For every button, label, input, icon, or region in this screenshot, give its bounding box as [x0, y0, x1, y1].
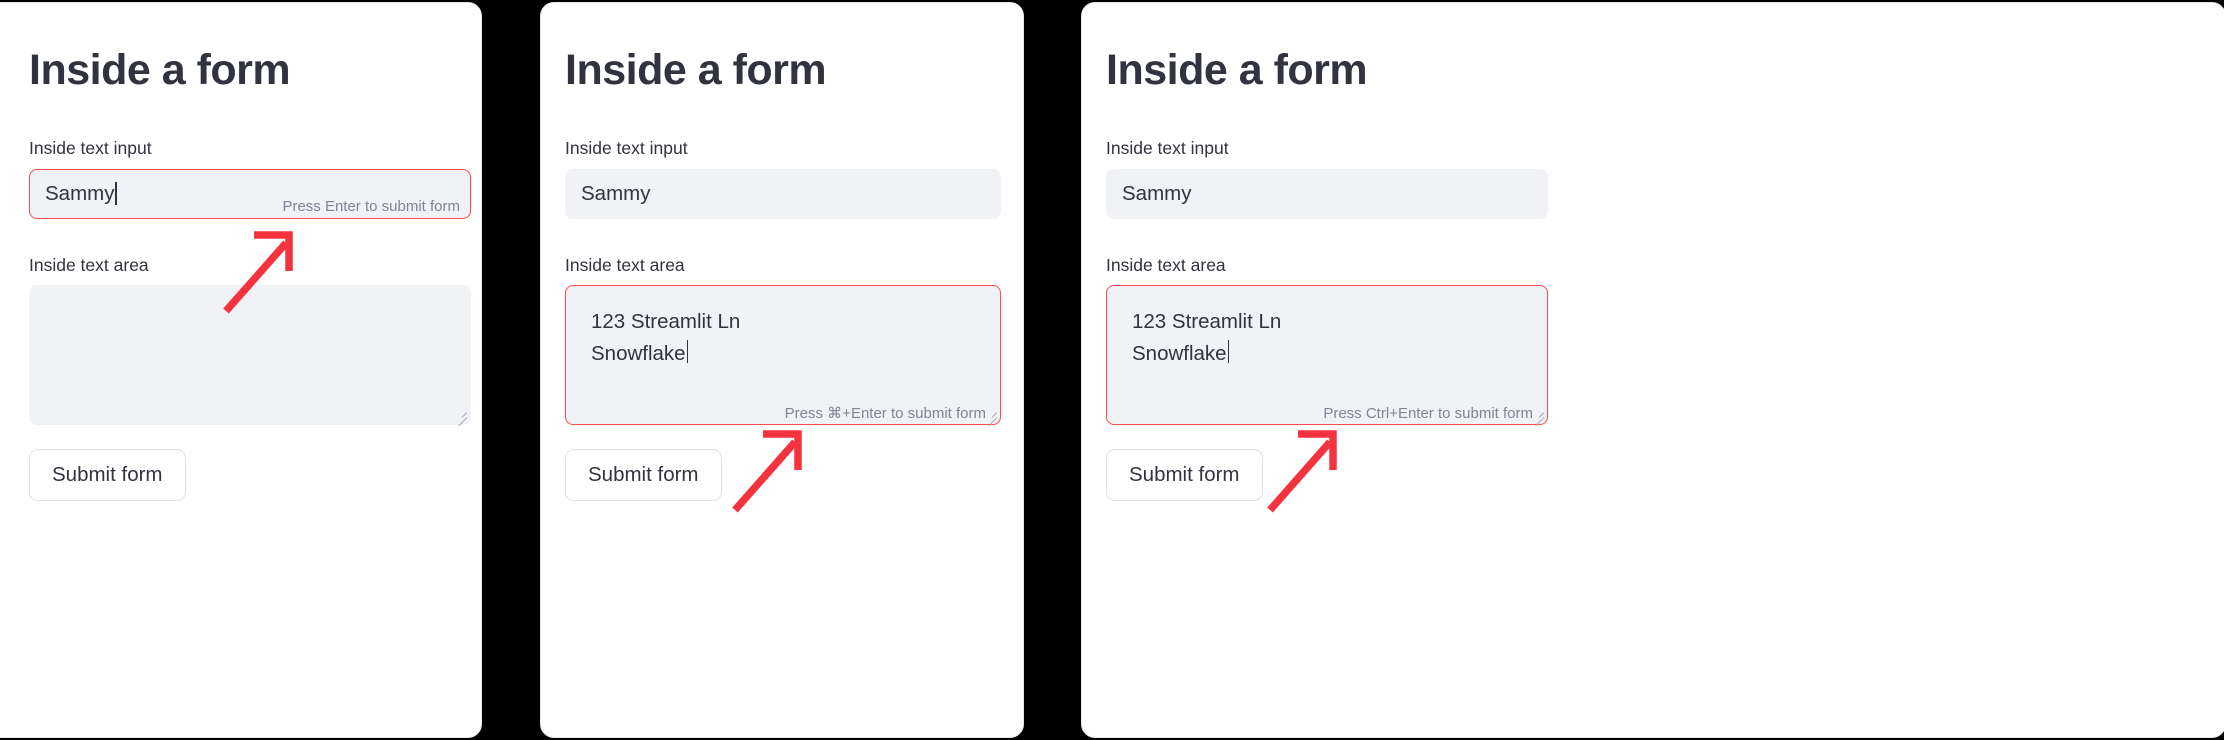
form-card-2-content: Inside a form Inside text input Sammy In… — [541, 3, 1023, 737]
page-title: Inside a form — [565, 46, 827, 94]
form-card-3-content: Inside a form Inside text input Sammy In… — [1082, 3, 2224, 737]
submit-form-button[interactable]: Submit form — [1106, 449, 1263, 502]
text-area-value: 123 Streamlit Ln Snowflake — [591, 310, 741, 366]
submit-form-button[interactable]: Submit form — [29, 449, 186, 502]
form-card-1: Inside a form Inside text input Sammy Pr… — [0, 2, 482, 738]
text-area-hint: Press ⌘+Enter to submit form — [784, 405, 986, 423]
page-title: Inside a form — [29, 46, 291, 94]
text-input-value: Sammy — [45, 181, 115, 205]
text-area-label: Inside text area — [1106, 254, 1226, 275]
form-card-1-content: Inside a form Inside text input Sammy Pr… — [1, 3, 481, 737]
text-input[interactable]: Sammy — [565, 168, 1001, 219]
form-card-3: Inside a form Inside text input Sammy In… — [1081, 2, 2224, 738]
submit-form-button[interactable]: Submit form — [565, 449, 722, 502]
resize-handle-icon[interactable] — [454, 408, 468, 427]
text-area-hint: Press Ctrl+Enter to submit form — [1323, 405, 1533, 423]
text-input-value: Sammy — [581, 181, 651, 205]
text-area-label: Inside text area — [29, 254, 149, 275]
text-area-label: Inside text area — [565, 254, 685, 275]
text-area[interactable]: 123 Streamlit Ln Snowflake Press Ctrl+En… — [1106, 285, 1548, 427]
text-input-hint: Press Enter to submit form — [282, 197, 460, 215]
text-input-label: Inside text input — [1106, 138, 1229, 159]
text-area[interactable] — [29, 285, 471, 427]
text-input-label: Inside text input — [29, 138, 152, 159]
text-cursor — [1227, 340, 1230, 364]
text-input[interactable]: Sammy Press Enter to submit form — [29, 168, 471, 219]
form-card-2: Inside a form Inside text input Sammy In… — [540, 2, 1024, 738]
text-area[interactable]: 123 Streamlit Ln Snowflake Press ⌘+Enter… — [565, 285, 1001, 427]
text-cursor — [686, 340, 689, 364]
text-area-value: 123 Streamlit Ln Snowflake — [1132, 310, 1282, 366]
page-title: Inside a form — [1106, 46, 1368, 94]
text-cursor — [115, 182, 118, 206]
text-input-value: Sammy — [1122, 181, 1192, 205]
text-input-label: Inside text input — [565, 138, 688, 159]
text-area-value — [30, 286, 470, 306]
text-input[interactable]: Sammy — [1106, 168, 1548, 219]
